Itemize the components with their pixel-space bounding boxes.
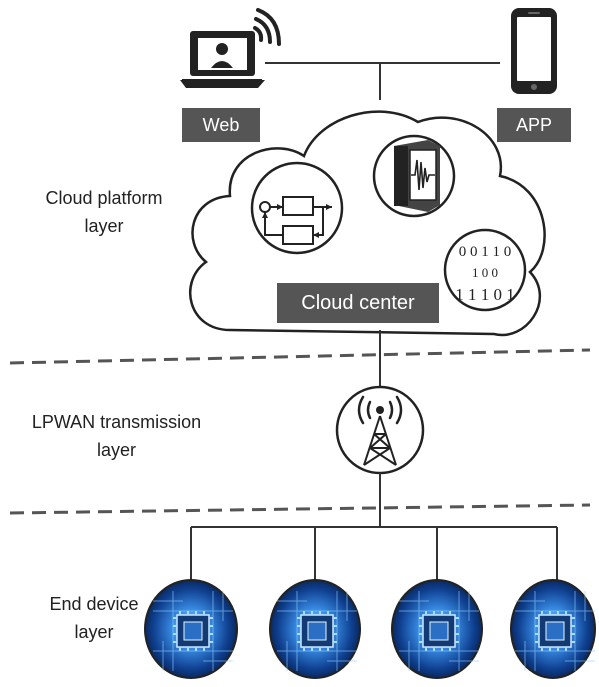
smartphone-icon (511, 8, 557, 94)
layer-separators (9, 348, 591, 515)
end-device-layer-line-1: End device (49, 594, 139, 614)
signal-monitor-icon (372, 134, 456, 218)
lpwan-layer-line-2: layer (96, 440, 136, 460)
laptop-icon (180, 31, 265, 88)
binary-row-2: 1 0 0 (472, 265, 498, 280)
device-tree-lines (190, 473, 558, 582)
end-device-chip-1 (144, 579, 238, 679)
lpwan-layer-line-1: LPWAN transmission (31, 412, 202, 432)
cloud-platform-layer-line-2: layer (84, 216, 124, 236)
top-connector (265, 62, 500, 100)
end-device-layer-label: End device layer (14, 590, 174, 646)
end-device-chip-3 (391, 579, 483, 679)
binary-row-1: 0 0 1 1 0 (459, 244, 512, 260)
end-device-chip-2 (269, 579, 361, 679)
lpwan-transmission-layer-label: LPWAN transmission layer (4, 408, 229, 464)
cloud-platform-layer-line-1: Cloud platform (45, 188, 163, 208)
binary-data-icon: 0 0 1 1 0 1 0 0 1 1 1 0 1 (443, 228, 527, 312)
app-label: APP (497, 108, 571, 142)
end-device-layer-line-2: layer (74, 622, 114, 642)
wifi-icon (253, 8, 281, 46)
cloud-platform-layer-label: Cloud platform layer (14, 184, 194, 240)
transmission-tower-icon (335, 385, 425, 475)
end-device-chip-4 (510, 579, 596, 679)
binary-row-3: 1 1 1 0 1 (455, 285, 515, 304)
control-loop-icon (250, 161, 344, 255)
cloud-center-label: Cloud center (277, 283, 439, 323)
web-label: Web (182, 108, 260, 142)
